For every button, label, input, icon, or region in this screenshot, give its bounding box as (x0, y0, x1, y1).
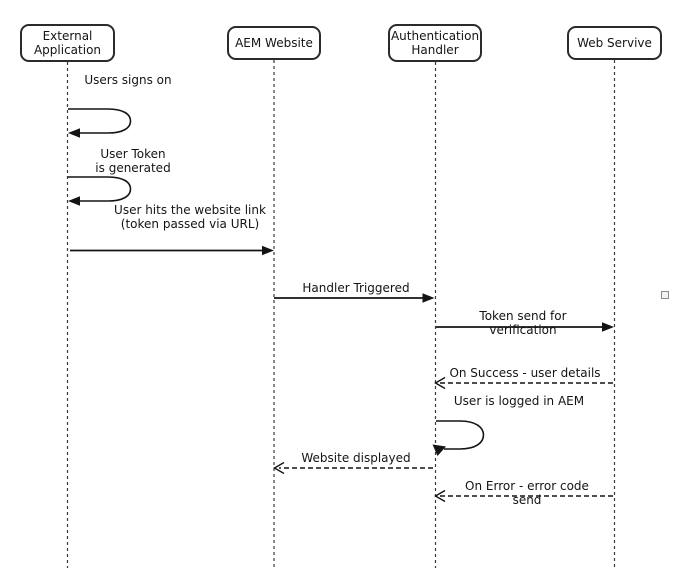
message-label-token-generated: User Token is generated (95, 147, 171, 175)
selection-handle[interactable] (661, 291, 669, 299)
open-arrowhead-on-success (434, 376, 446, 390)
message-label-website-link: User hits the website link (token passed… (114, 203, 266, 231)
participant-aem-website: AEM Website (227, 26, 321, 60)
self-loop-users-signs-on (68, 108, 132, 134)
message-label-handler-triggered: Handler Triggered (302, 281, 410, 295)
lifelines (66, 60, 616, 568)
participant-label-authentication-handler: Authentication Handler (390, 29, 480, 57)
participant-label-external-application: External Application (33, 29, 102, 57)
self-loop-token-generated (68, 176, 132, 202)
arrowhead-token-verification (602, 322, 614, 332)
open-arrowhead-website-displayed (273, 461, 285, 475)
arrowhead-token-generated (68, 196, 80, 206)
call-arrowheads (262, 245, 614, 332)
arrowhead-users-signs-on (68, 128, 80, 138)
open-arrowhead-on-error (434, 489, 446, 503)
message-label-logged-in: User is logged in AEM (453, 394, 585, 408)
arrowhead-logged-in (432, 444, 446, 456)
return-arrowheads (273, 376, 446, 503)
arrowhead-handler-triggered (422, 293, 435, 303)
message-label-on-error: On Error - error code send (465, 479, 589, 507)
message-label-token-verification: Token send for verification (479, 309, 567, 337)
participant-web-servive: Web Servive (567, 26, 662, 60)
participant-label-aem-website: AEM Website (235, 36, 313, 50)
message-label-website-displayed: Website displayed (301, 451, 411, 465)
self-loop-logged-in (436, 420, 485, 450)
self-message-loops (68, 108, 485, 450)
return-arrows (279, 382, 613, 497)
arrowhead-website-link (262, 245, 274, 256)
message-label-on-success: On Success - user details (449, 366, 601, 380)
participant-label-web-servive: Web Servive (577, 36, 652, 50)
participant-external-application: External Application (20, 24, 115, 62)
call-arrows (70, 249, 603, 328)
message-label-users-signs-on: Users signs on (84, 73, 172, 87)
self-loop-arrowheads (68, 128, 446, 456)
participant-authentication-handler: Authentication Handler (388, 24, 482, 62)
